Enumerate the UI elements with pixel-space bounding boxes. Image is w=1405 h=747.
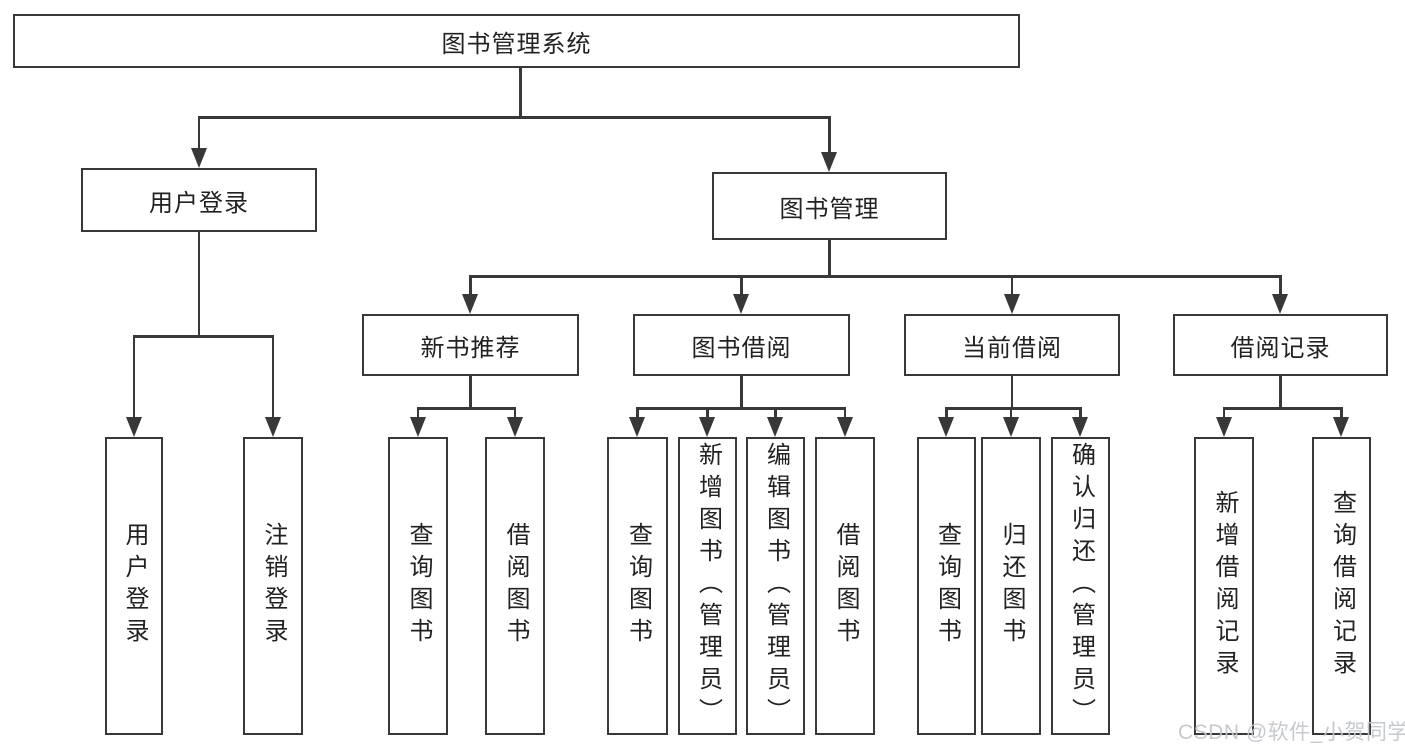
arrow-down-icon — [733, 294, 749, 314]
arrow-down-icon — [1004, 294, 1020, 314]
arrow-down-icon — [1333, 417, 1349, 437]
node-borrowing-records: 借阅记录 — [1173, 314, 1388, 376]
connector-line — [636, 407, 639, 420]
node-current-borrowing-label: 当前借阅 — [962, 334, 1062, 362]
leaf-add-borrow-record-label: 新增借阅记录 — [1211, 490, 1238, 682]
node-new-book-recommend-label: 新书推荐 — [420, 334, 521, 362]
leaf-query-books-recommend: 查询图书 — [388, 437, 448, 735]
node-user-login: 用户登录 — [81, 168, 317, 232]
leaf-query-borrow-record: 查询借阅记录 — [1312, 437, 1371, 735]
leaf-logout: 注销登录 — [243, 437, 303, 735]
leaf-edit-book-admin: 编辑图书（管理员） — [746, 437, 805, 735]
leaf-borrow-books-recommend-label: 借阅图书 — [502, 522, 529, 650]
arrow-down-icon — [410, 417, 426, 437]
leaf-query-books-current: 查询图书 — [917, 437, 976, 735]
leaf-add-book-admin-label: 新增图书（管理员） — [694, 442, 722, 730]
leaf-query-books-borrowing-label: 查询图书 — [624, 522, 652, 650]
node-user-login-label: 用户登录 — [149, 189, 249, 217]
arrow-down-icon — [1072, 417, 1088, 437]
leaf-return-book-label: 归还图书 — [998, 522, 1025, 650]
leaf-borrow-books-borrowing-label: 借阅图书 — [832, 522, 859, 650]
connector-line — [945, 407, 948, 420]
arrow-down-icon — [265, 417, 281, 437]
leaf-logout-label: 注销登录 — [260, 522, 287, 650]
arrow-down-icon — [837, 417, 853, 437]
connector-line — [1009, 407, 1013, 420]
arrow-down-icon — [938, 417, 954, 437]
leaf-user-login-label: 用户登录 — [121, 522, 148, 650]
connector-line — [469, 374, 472, 409]
connector-line — [945, 407, 1081, 410]
connector-line — [1223, 407, 1342, 410]
leaf-query-books-current-label: 查询图书 — [933, 522, 961, 650]
connector-line — [1279, 374, 1282, 409]
node-current-borrowing: 当前借阅 — [904, 314, 1120, 376]
connector-line — [132, 335, 136, 419]
connector-line — [1010, 275, 1014, 296]
leaf-borrow-books-recommend: 借阅图书 — [485, 437, 545, 735]
connector-line — [1010, 374, 1014, 409]
leaf-query-borrow-record-label: 查询借阅记录 — [1328, 490, 1356, 682]
node-root-label: 图书管理系统 — [441, 30, 592, 58]
connector-line — [416, 407, 420, 420]
leaf-add-book-admin: 新增图书（管理员） — [678, 437, 737, 735]
node-root: 图书管理系统 — [13, 14, 1020, 68]
arrow-down-icon — [821, 152, 837, 172]
node-book-management-label: 图书管理 — [779, 195, 880, 223]
leaf-query-books-borrowing: 查询图书 — [607, 437, 668, 735]
node-book-borrowing-label: 图书借阅 — [691, 334, 792, 362]
connector-line — [197, 231, 201, 337]
leaf-user-login: 用户登录 — [105, 437, 163, 735]
leaf-confirm-return-admin: 确认归还（管理员） — [1051, 437, 1110, 735]
connector-line — [271, 335, 275, 419]
node-book-management: 图书管理 — [712, 172, 947, 240]
connector-line — [828, 239, 831, 277]
connector-line — [197, 116, 201, 150]
connector-line — [1079, 407, 1082, 420]
connector-line — [469, 275, 1282, 278]
node-book-borrowing: 图书借阅 — [633, 314, 850, 376]
arrow-down-icon — [1003, 417, 1019, 437]
connector-line — [519, 67, 522, 118]
connector-line — [774, 407, 777, 420]
arrow-down-icon — [767, 417, 783, 437]
arrow-down-icon — [699, 417, 715, 437]
connector-line — [133, 335, 274, 338]
connector-line — [198, 116, 830, 119]
watermark-text: CSDN @软件_小贺同学 — [1178, 721, 1405, 744]
leaf-borrow-books-borrowing: 借阅图书 — [815, 437, 875, 735]
connector-line — [513, 407, 517, 420]
connector-line — [1222, 407, 1226, 420]
connector-line — [1279, 275, 1282, 296]
leaf-add-borrow-record: 新增借阅记录 — [1194, 437, 1254, 735]
connector-line — [740, 275, 743, 296]
connector-line — [1340, 407, 1343, 420]
arrow-down-icon — [1216, 417, 1232, 437]
connector-line — [740, 374, 743, 409]
connector-line — [469, 275, 472, 296]
arrow-down-icon — [507, 417, 523, 437]
arrow-down-icon — [1272, 294, 1288, 314]
leaf-return-book: 归还图书 — [981, 437, 1041, 735]
connector-line — [828, 116, 831, 154]
connector-line — [843, 407, 847, 420]
connector-line — [636, 407, 846, 410]
leaf-confirm-return-admin-label: 确认归还（管理员） — [1067, 442, 1095, 730]
leaf-query-books-recommend-label: 查询图书 — [405, 522, 432, 650]
arrow-down-icon — [126, 417, 142, 437]
arrow-down-icon — [462, 294, 478, 314]
node-new-book-recommend: 新书推荐 — [362, 314, 579, 376]
arrow-down-icon — [629, 417, 645, 437]
node-borrowing-records-label: 借阅记录 — [1230, 334, 1331, 362]
arrow-down-icon — [191, 148, 207, 168]
connector-line — [417, 407, 516, 410]
leaf-edit-book-admin-label: 编辑图书（管理员） — [762, 442, 790, 730]
connector-line — [706, 407, 709, 420]
